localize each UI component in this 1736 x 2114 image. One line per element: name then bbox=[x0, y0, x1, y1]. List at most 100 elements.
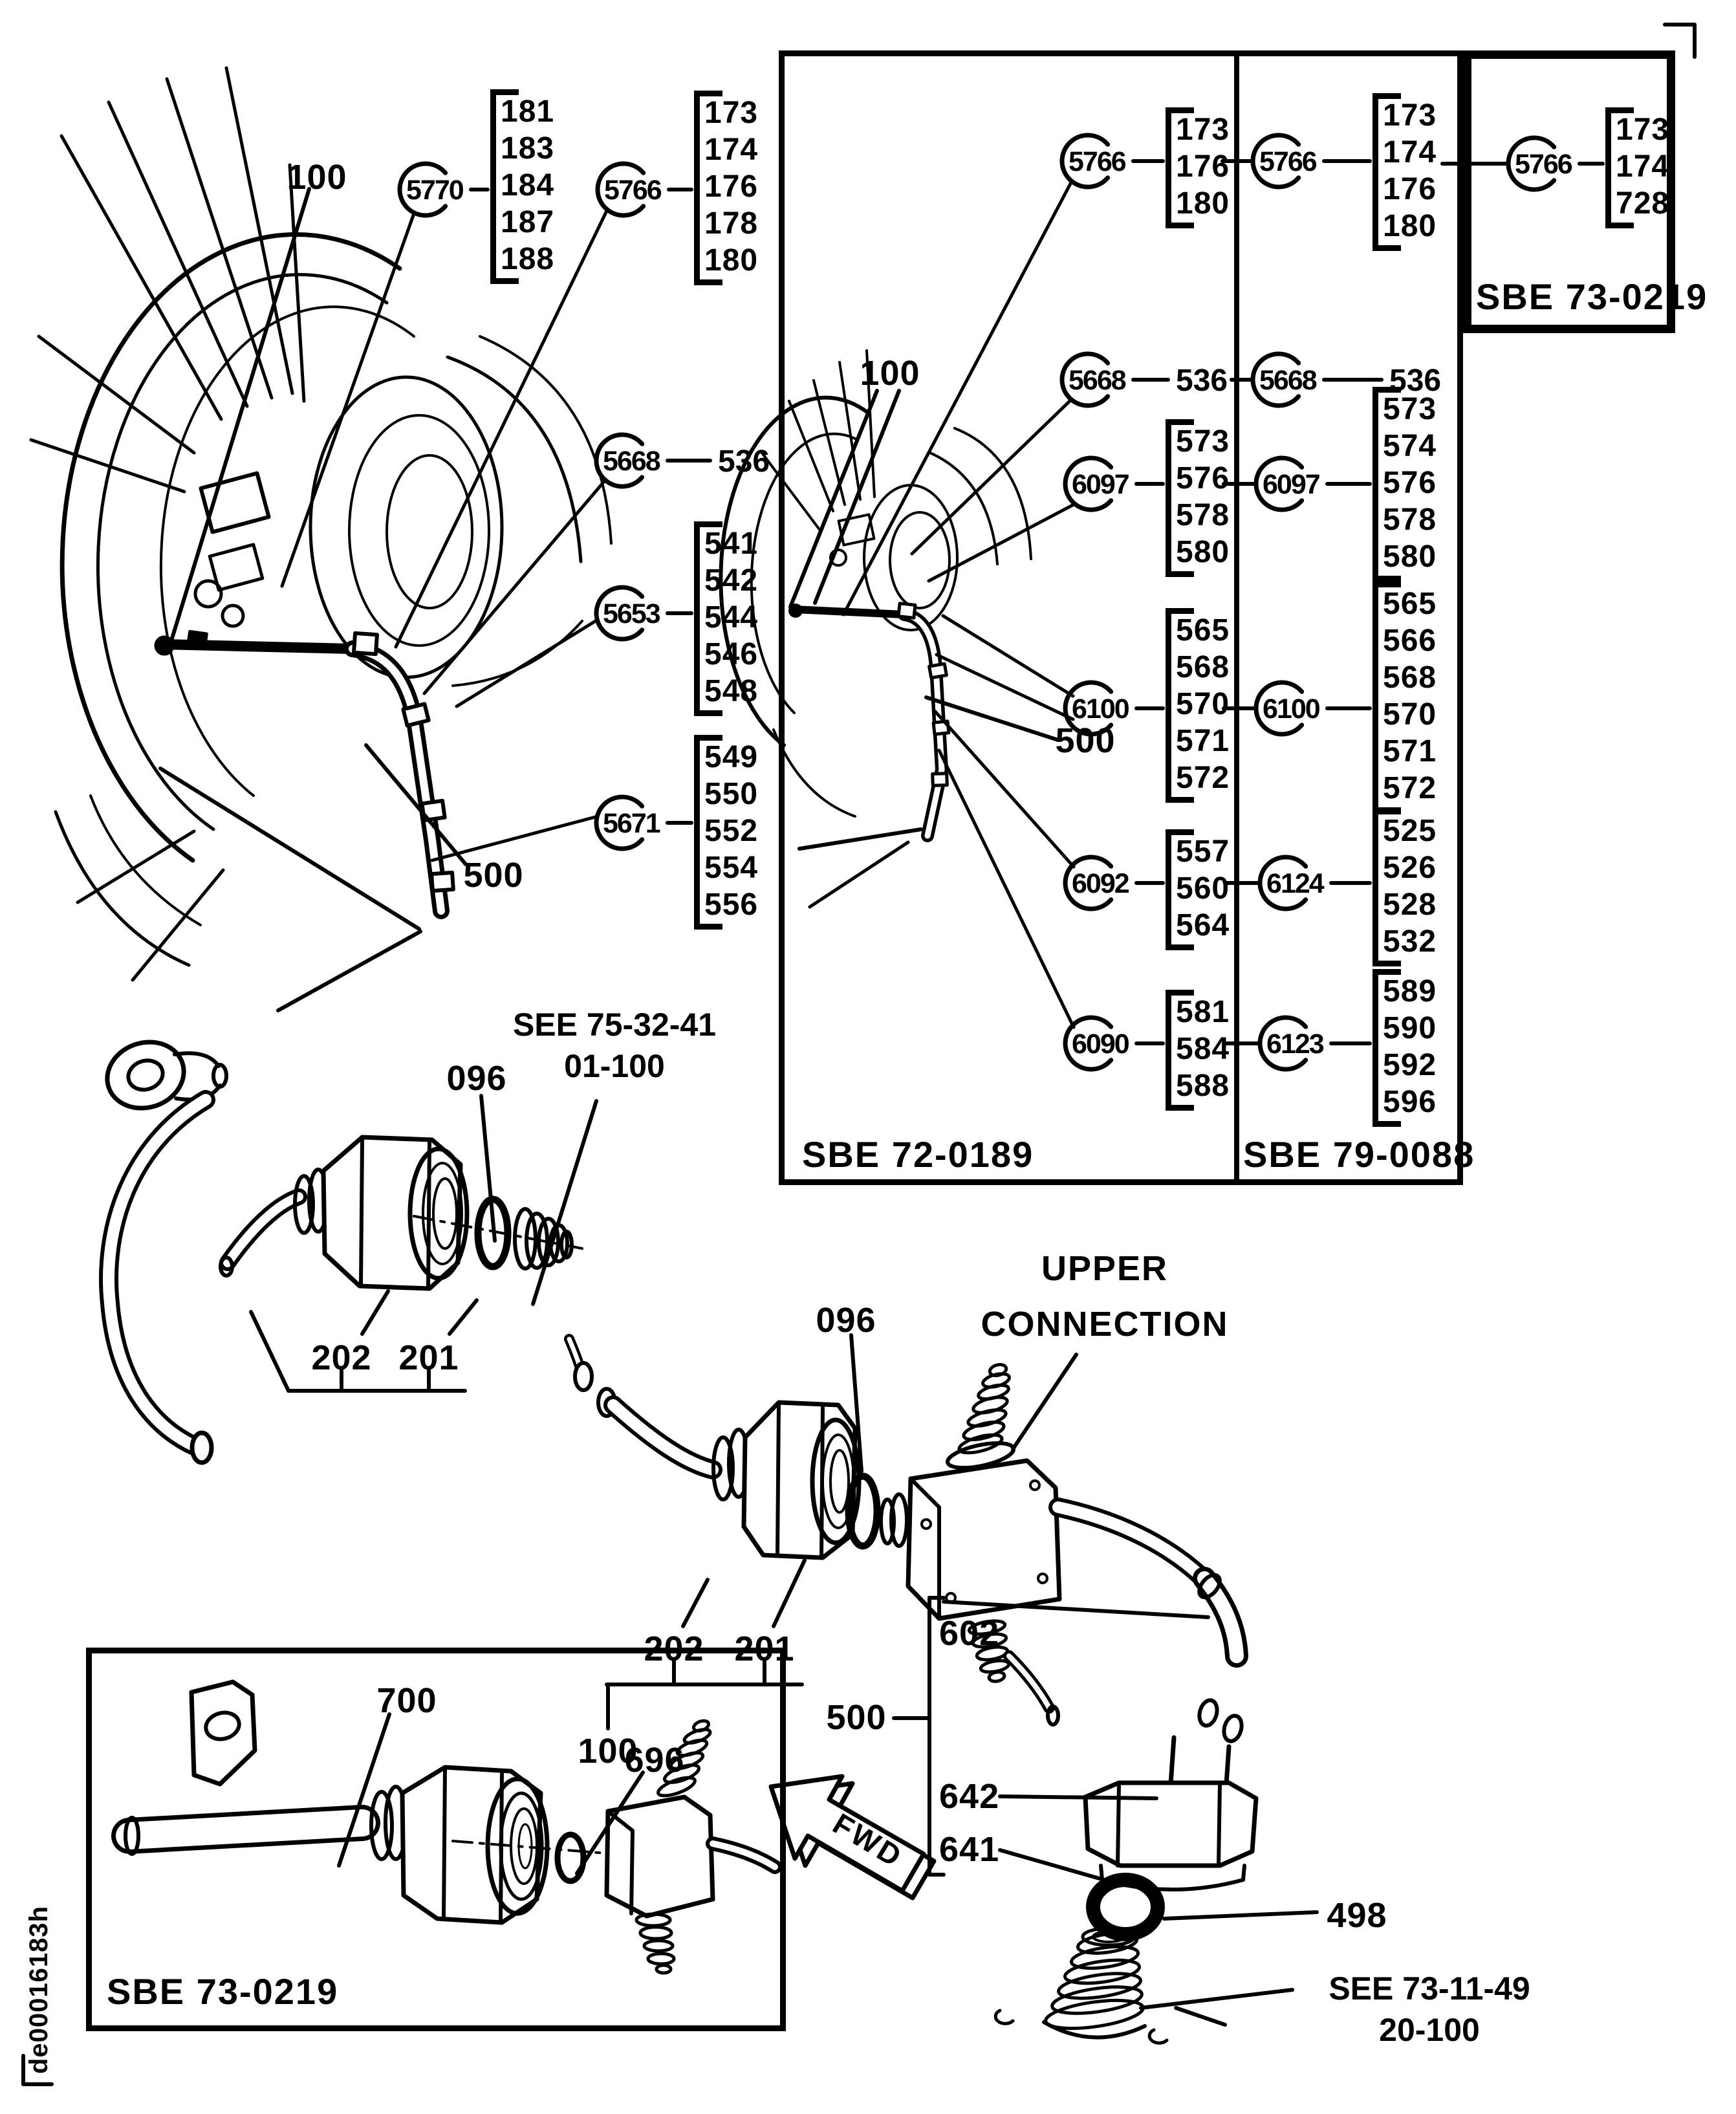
bottom-detail-box bbox=[86, 1648, 786, 2031]
callout-leader bbox=[455, 618, 600, 708]
label-leader bbox=[1174, 2006, 1227, 2027]
part-label-202: 202 bbox=[311, 1338, 372, 1377]
callout-leader bbox=[430, 814, 600, 862]
list-bracket bbox=[1166, 419, 1194, 577]
part-number: 541 bbox=[704, 527, 759, 561]
list-bracket bbox=[1373, 809, 1401, 966]
list-bracket bbox=[1373, 93, 1401, 251]
part-number: 174 bbox=[1616, 149, 1670, 184]
callout-circle-6090 bbox=[1063, 1015, 1114, 1072]
label-leader bbox=[337, 1712, 391, 1868]
callout-number: 5653 bbox=[603, 598, 660, 629]
label-leader bbox=[942, 1600, 1210, 1619]
callout-number: 6097 bbox=[1263, 469, 1320, 500]
part-number: 590 bbox=[1383, 1011, 1437, 1045]
part-number: 578 bbox=[1383, 503, 1437, 537]
part-label-100: 100 bbox=[578, 1732, 638, 1771]
list-bracket bbox=[1166, 107, 1194, 228]
label-leader bbox=[531, 1099, 598, 1306]
part-number: 560 bbox=[1176, 871, 1230, 906]
label-leader bbox=[1162, 1910, 1319, 1921]
callout-circle-5671 bbox=[594, 794, 645, 851]
panel3-title: SBE 73-0219 bbox=[1476, 276, 1708, 317]
corner-mark-2 bbox=[21, 2054, 54, 2086]
part-number: 536 bbox=[718, 444, 770, 479]
part-number: 570 bbox=[1383, 697, 1437, 732]
part-number: 176 bbox=[1176, 149, 1230, 184]
figure-doc-code: de00016183h bbox=[25, 1905, 53, 2074]
callout-leader bbox=[394, 209, 609, 649]
part-number: 589 bbox=[1383, 974, 1437, 1008]
label-leader bbox=[998, 1794, 1158, 1800]
callout-number: 6092 bbox=[1072, 868, 1129, 899]
part-number: 554 bbox=[704, 851, 759, 885]
callout-number: 5770 bbox=[406, 175, 464, 206]
label-leader bbox=[1139, 1988, 1294, 2010]
callout-leader bbox=[280, 212, 416, 588]
part-number: 564 bbox=[1176, 908, 1230, 943]
part-number: 548 bbox=[704, 674, 759, 708]
label-leader bbox=[448, 1298, 479, 1336]
part-number: 173 bbox=[704, 96, 759, 130]
label-leader bbox=[681, 1578, 710, 1628]
callout-number: 5766 bbox=[1259, 146, 1317, 177]
list-bracket bbox=[694, 735, 722, 930]
part-number: 528 bbox=[1383, 888, 1437, 922]
callout-number: 5668 bbox=[1259, 365, 1317, 396]
see-ref-2-line1: SEE 73-11-49 bbox=[1329, 1970, 1530, 2007]
part-number: 574 bbox=[1383, 429, 1437, 463]
part-number: 596 bbox=[1383, 1085, 1437, 1119]
part-label-500: 500 bbox=[826, 1698, 887, 1737]
engine-front-view bbox=[29, 66, 613, 1012]
part-label-642: 642 bbox=[939, 1777, 1000, 1816]
callout-number: 6097 bbox=[1072, 469, 1129, 500]
part-number: 571 bbox=[1176, 724, 1230, 758]
label-leader bbox=[924, 695, 1060, 742]
see-ref-1-line2: 01-100 bbox=[564, 1048, 665, 1084]
part-number: 526 bbox=[1383, 851, 1437, 885]
part-number: 588 bbox=[1176, 1069, 1230, 1103]
fwd-arrow bbox=[768, 1774, 937, 1901]
part-number: 532 bbox=[1383, 924, 1437, 959]
part-number: 549 bbox=[704, 740, 759, 774]
part-number: 565 bbox=[1383, 587, 1437, 621]
upper-connection-line1: UPPER bbox=[1041, 1249, 1169, 1288]
label-leader bbox=[788, 389, 879, 609]
label-leader bbox=[813, 389, 901, 605]
part-number: 178 bbox=[704, 206, 759, 241]
callout-circle-5766 bbox=[1059, 133, 1111, 190]
list-bracket bbox=[1373, 969, 1401, 1127]
part-number: 572 bbox=[1383, 771, 1437, 805]
bottom-box-title: SBE 73-0219 bbox=[107, 1971, 339, 2012]
part-number: 568 bbox=[1176, 650, 1230, 684]
label-leader bbox=[772, 1558, 807, 1628]
part-number: 176 bbox=[1383, 172, 1437, 206]
callout-number: 6123 bbox=[1266, 1029, 1324, 1060]
part-label-096: 096 bbox=[446, 1059, 507, 1098]
part-number: 184 bbox=[501, 168, 555, 202]
panel-box-main bbox=[779, 50, 1463, 1185]
tube-assembly-lower bbox=[564, 1334, 1259, 2045]
see-reference-1: SEE 75-32-41 01-100 bbox=[513, 1004, 716, 1087]
part-number: 580 bbox=[1383, 539, 1437, 574]
part-number: 552 bbox=[704, 814, 759, 848]
part-number: 576 bbox=[1176, 461, 1230, 496]
label-leader bbox=[849, 1333, 863, 1473]
part-label-696: 696 bbox=[624, 1741, 685, 1780]
part-number: 176 bbox=[704, 169, 759, 204]
part-number: 187 bbox=[501, 205, 555, 239]
part-number: 550 bbox=[704, 777, 759, 811]
label-leader bbox=[168, 187, 311, 649]
part-number: 566 bbox=[1383, 624, 1437, 658]
bottom-box-art bbox=[111, 1679, 782, 1975]
